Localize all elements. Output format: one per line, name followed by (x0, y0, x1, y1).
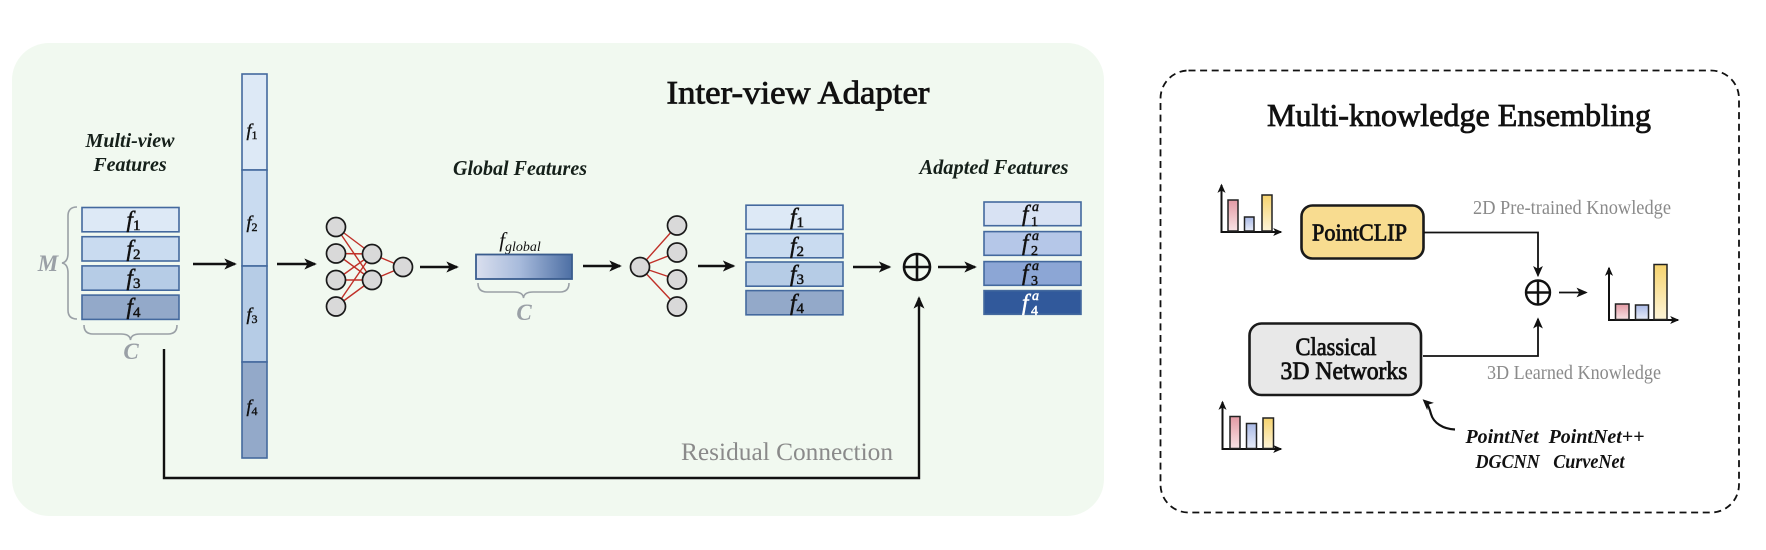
svg-text:f2: f2 (246, 212, 257, 234)
svg-text:PointCLIP: PointCLIP (1312, 221, 1407, 247)
svg-text:C: C (123, 339, 139, 364)
svg-text:Multi-view: Multi-view (85, 130, 176, 152)
svg-text:4: 4 (1031, 304, 1038, 319)
svg-text:f3: f3 (246, 304, 257, 326)
svg-text:3D Learned Knowledge: 3D Learned Knowledge (1487, 362, 1661, 384)
svg-text:f: f (1022, 260, 1032, 285)
svg-text:2: 2 (1031, 244, 1038, 259)
svg-text:Inter-view Adapter: Inter-view Adapter (667, 76, 930, 112)
svg-text:Residual Connection: Residual Connection (681, 439, 894, 466)
svg-text:Features: Features (92, 154, 167, 176)
svg-text:a: a (1032, 259, 1039, 274)
svg-text:1: 1 (1031, 215, 1038, 230)
svg-text:3D Networks: 3D Networks (1281, 358, 1408, 385)
svg-text:Multi-knowledge Ensembling: Multi-knowledge Ensembling (1267, 97, 1651, 133)
svg-text:M: M (37, 251, 60, 276)
svg-text:3: 3 (1031, 274, 1038, 289)
svg-text:f4: f4 (246, 396, 257, 418)
svg-text:Global Features: Global Features (453, 156, 587, 180)
svg-text:a: a (1032, 289, 1039, 304)
svg-text:f1: f1 (246, 120, 257, 142)
svg-text:a: a (1032, 229, 1039, 244)
svg-text:f: f (1022, 201, 1032, 226)
svg-text:Classical: Classical (1296, 334, 1377, 361)
svg-text:f: f (1022, 230, 1032, 255)
svg-text:Adapted Features: Adapted Features (918, 155, 1069, 179)
svg-text:2D Pre-trained Knowledge: 2D Pre-trained Knowledge (1473, 197, 1671, 219)
svg-text:DGCNN CurveNet: DGCNN CurveNet (1475, 451, 1626, 473)
svg-text:f: f (1022, 290, 1032, 315)
svg-text:C: C (516, 300, 532, 325)
svg-text:PointNet PointNet++: PointNet PointNet++ (1465, 426, 1645, 448)
svg-text:a: a (1032, 200, 1039, 215)
